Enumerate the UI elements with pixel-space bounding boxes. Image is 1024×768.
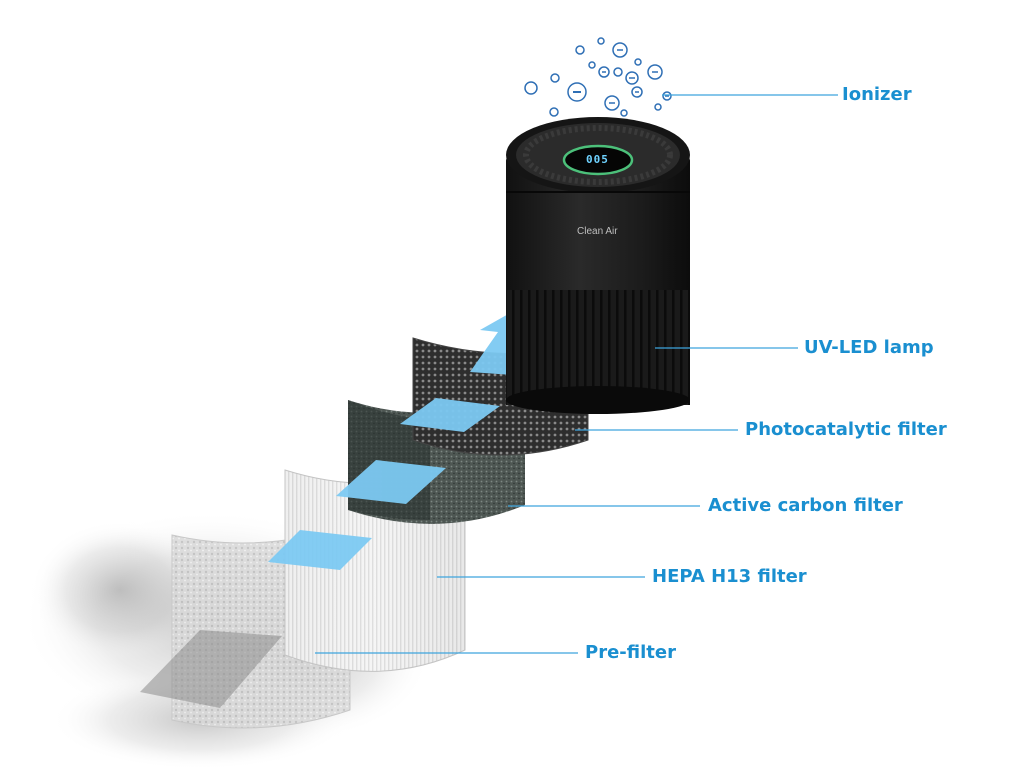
device-brand-logo: Clean Air [577,226,618,237]
active-carbon-filter-label: Active carbon filter [708,495,903,516]
leader-lines [315,94,838,654]
uv-led-lamp-label: UV-LED lamp [804,337,934,358]
pre-filter-label: Pre-filter [585,642,676,663]
hepa-h13-filter-label: HEPA H13 filter [652,566,807,587]
ionizer-label: Ionizer [842,84,912,105]
photocatalytic-filter-label: Photocatalytic filter [745,419,947,440]
negative-ion-icon [524,37,672,117]
device-display-readout: 005 [586,153,609,166]
